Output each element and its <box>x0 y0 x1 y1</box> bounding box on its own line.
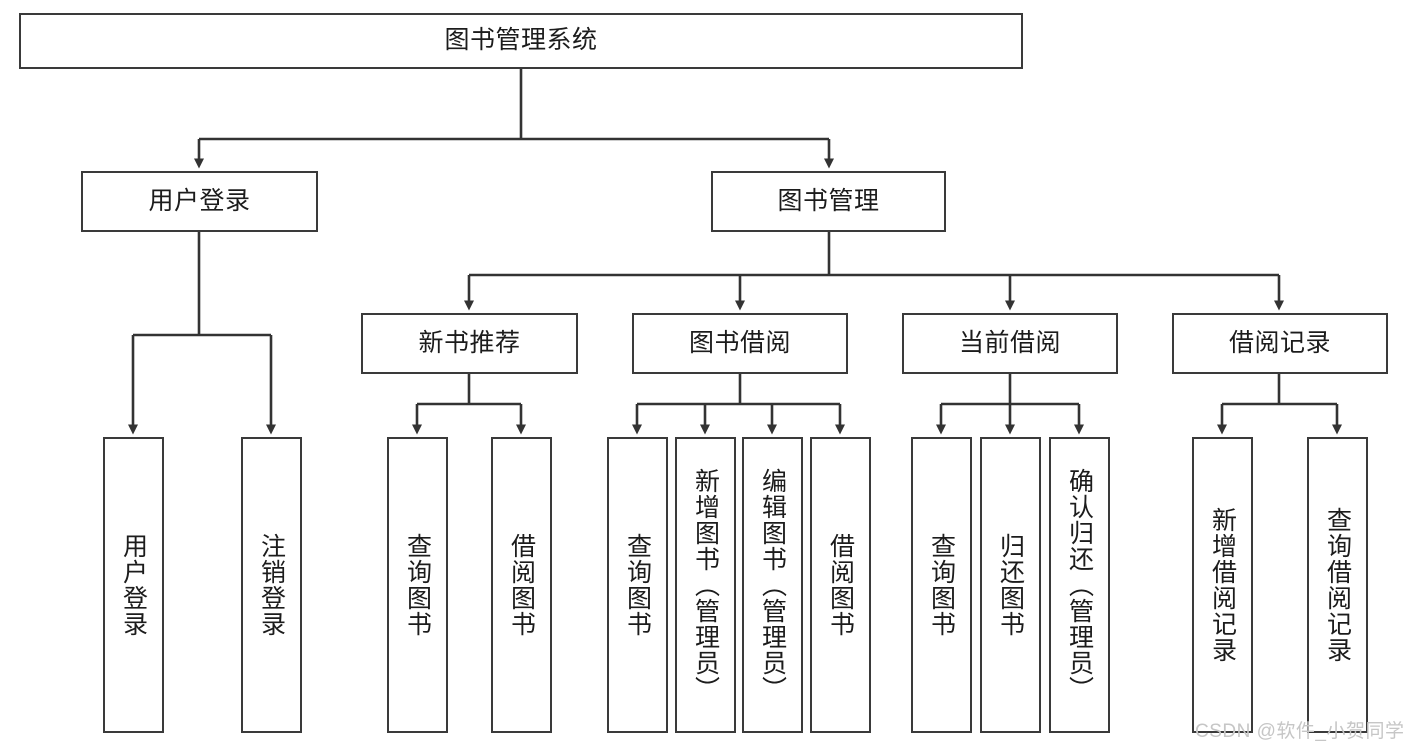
node-label: 新增借阅记录 <box>1208 507 1237 663</box>
leaf-user-login-login[interactable]: 用户登录 <box>103 437 164 733</box>
node-book-borrow[interactable]: 图书借阅 <box>632 313 848 374</box>
leaf-book-borrow-edit-book-admin[interactable]: 编辑图书（管理员） <box>742 437 803 733</box>
node-label: 用户登录 <box>119 533 148 637</box>
leaf-borrow-record-query-record[interactable]: 查询借阅记录 <box>1307 437 1368 733</box>
node-label: 归还图书 <box>996 533 1025 637</box>
node-book-management[interactable]: 图书管理 <box>711 171 946 232</box>
leaf-current-borrow-query-book[interactable]: 查询图书 <box>911 437 972 733</box>
node-new-book-recommend[interactable]: 新书推荐 <box>361 313 578 374</box>
node-label: 借阅图书 <box>826 533 855 637</box>
node-label: 查询图书 <box>623 533 652 637</box>
leaf-new-book-query-book[interactable]: 查询图书 <box>387 437 448 733</box>
node-label: 注销登录 <box>257 533 286 637</box>
leaf-user-login-logout[interactable]: 注销登录 <box>241 437 302 733</box>
node-label: 新书推荐 <box>418 328 521 357</box>
node-label: 用户登录 <box>148 186 251 215</box>
leaf-book-borrow-query-book[interactable]: 查询图书 <box>607 437 668 733</box>
leaf-new-book-borrow-book[interactable]: 借阅图书 <box>491 437 552 733</box>
node-label: 图书管理系统 <box>444 26 598 55</box>
node-current-borrow[interactable]: 当前借阅 <box>902 313 1118 374</box>
node-label: 查询借阅记录 <box>1323 507 1352 663</box>
node-label: 新增图书（管理员） <box>691 468 720 702</box>
node-label: 图书借阅 <box>688 328 791 357</box>
leaf-book-borrow-add-book-admin[interactable]: 新增图书（管理员） <box>675 437 736 733</box>
node-user-login[interactable]: 用户登录 <box>81 171 318 232</box>
node-label: 查询图书 <box>927 533 956 637</box>
leaf-book-borrow-borrow-book[interactable]: 借阅图书 <box>810 437 871 733</box>
node-label: 图书管理 <box>777 186 880 215</box>
node-label: 编辑图书（管理员） <box>758 468 787 702</box>
node-label: 确认归还（管理员） <box>1065 468 1094 702</box>
node-label: 当前借阅 <box>958 328 1061 357</box>
node-root-system[interactable]: 图书管理系统 <box>19 13 1023 69</box>
leaf-current-borrow-confirm-return-admin[interactable]: 确认归还（管理员） <box>1049 437 1110 733</box>
node-label: 借阅记录 <box>1228 328 1331 357</box>
leaf-borrow-record-add-record[interactable]: 新增借阅记录 <box>1192 437 1253 733</box>
node-label: 查询图书 <box>403 533 432 637</box>
csdn-watermark: CSDN @软件_小贺同学 <box>1195 721 1405 742</box>
leaf-current-borrow-return-book[interactable]: 归还图书 <box>980 437 1041 733</box>
node-label: 借阅图书 <box>507 533 536 637</box>
node-borrow-record[interactable]: 借阅记录 <box>1172 313 1388 374</box>
